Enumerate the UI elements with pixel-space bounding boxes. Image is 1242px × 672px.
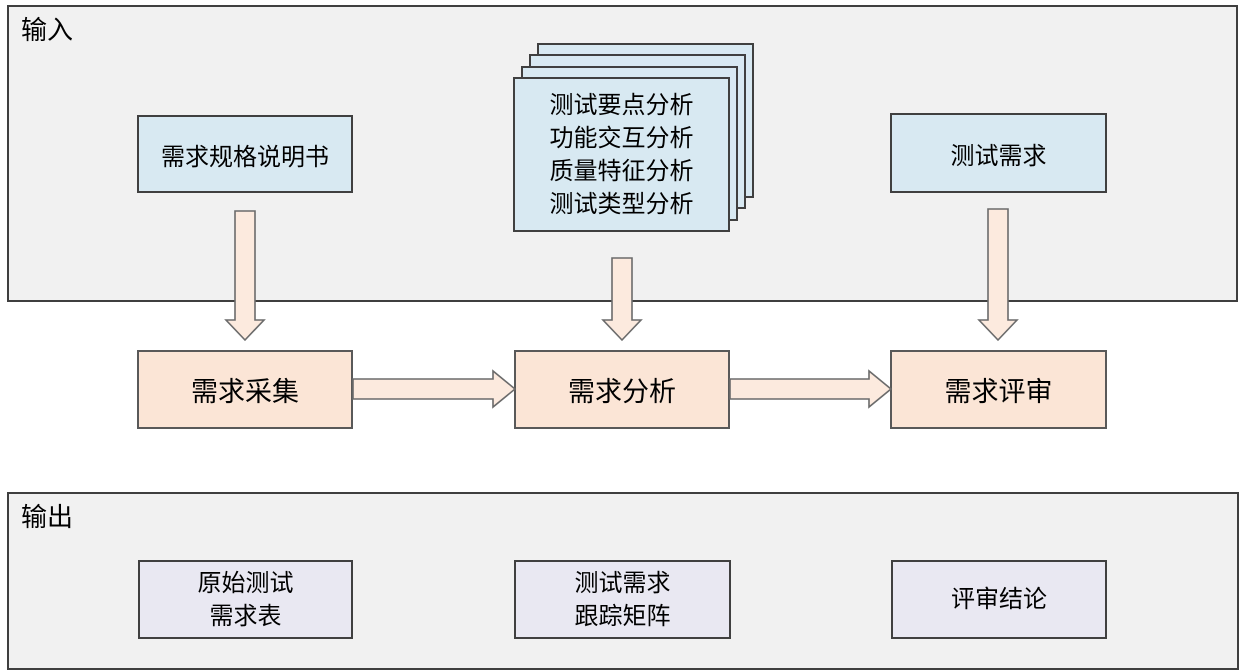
analysis-stack-line-3: 质量特征分析 bbox=[549, 157, 694, 185]
arrow-analyze-to-review-icon bbox=[729, 369, 893, 409]
review-conclusion-box: 评审结论 bbox=[891, 560, 1107, 639]
requirements-collection-label: 需求采集 bbox=[191, 377, 299, 407]
raw-test-requirements-line-1: 原始测试 bbox=[197, 569, 294, 597]
trace-matrix-line-1: 测试需求 bbox=[574, 569, 671, 597]
trace-matrix-line-2: 跟踪矩阵 bbox=[574, 602, 671, 630]
review-conclusion-label: 评审结论 bbox=[951, 586, 1047, 613]
analysis-stack-card-front: 测试要点分析 功能交互分析 质量特征分析 测试类型分析 bbox=[513, 77, 730, 232]
requirements-analysis-box: 需求分析 bbox=[514, 350, 730, 429]
requirements-spec-box: 需求规格说明书 bbox=[137, 115, 353, 193]
requirements-spec-label: 需求规格说明书 bbox=[161, 143, 329, 171]
analysis-stack-line-4: 测试类型分析 bbox=[549, 190, 694, 218]
test-requirements-label: 测试需求 bbox=[950, 142, 1047, 170]
test-requirements-box: 测试需求 bbox=[890, 113, 1107, 193]
requirements-analysis-label: 需求分析 bbox=[568, 377, 676, 407]
raw-test-requirements-line-2: 需求表 bbox=[209, 602, 282, 630]
input-section-label: 输入 bbox=[21, 15, 74, 45]
trace-matrix-box: 测试需求 跟踪矩阵 bbox=[514, 560, 731, 639]
requirements-collection-box: 需求采集 bbox=[137, 350, 353, 429]
requirements-review-box: 需求评审 bbox=[890, 350, 1107, 429]
raw-test-requirements-table-box: 原始测试 需求表 bbox=[138, 560, 353, 639]
arrow-collect-to-analyze-icon bbox=[352, 369, 517, 409]
output-section-label: 输出 bbox=[21, 502, 74, 532]
requirements-review-label: 需求评审 bbox=[944, 377, 1053, 407]
analysis-stack-line-1: 测试要点分析 bbox=[549, 91, 694, 119]
analysis-stack-line-2: 功能交互分析 bbox=[549, 124, 694, 152]
